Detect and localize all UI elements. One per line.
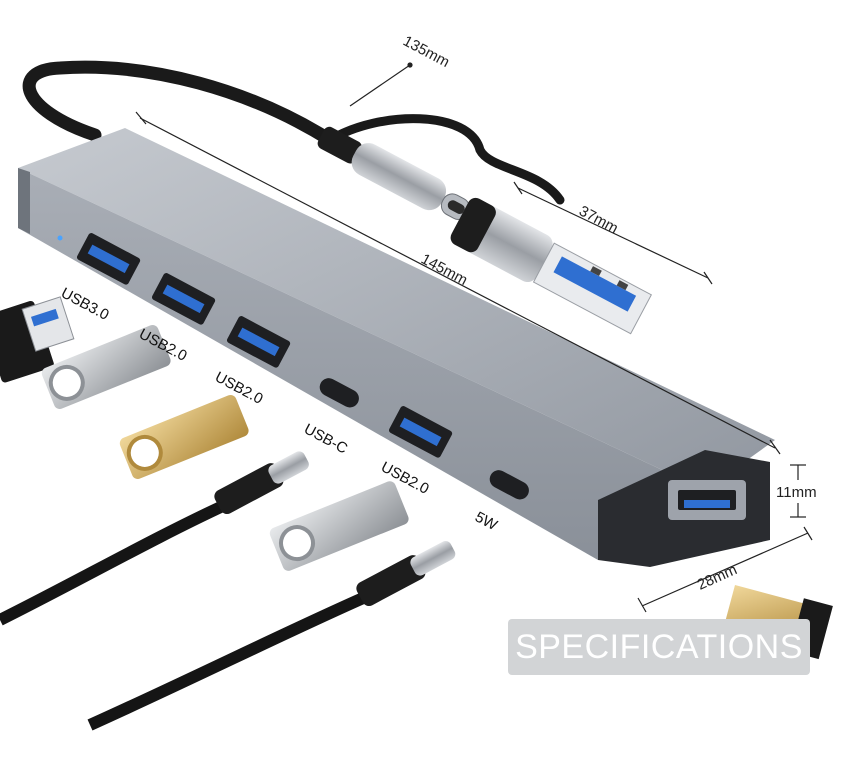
status-led: [57, 235, 63, 241]
end-usb3-port: [668, 480, 746, 520]
usb-c-port-1: [319, 378, 359, 408]
flash-drive-gold: [119, 394, 249, 479]
flash-drive-silver-2: [269, 481, 409, 571]
specifications-badge: SPECIFICATIONS: [508, 619, 810, 675]
split-cable: [325, 114, 565, 205]
usb-c-cable-2: [87, 540, 456, 731]
usb2-port-3: [388, 406, 453, 458]
usb-c-port-2: [489, 470, 529, 500]
usb-a-plug: [450, 197, 653, 335]
dim-height-label: 11mm: [776, 484, 817, 501]
dimension-width: [637, 526, 813, 613]
flash-drive-silver-1: [41, 324, 171, 409]
dimension-height: [790, 464, 806, 518]
usb2-port-1: [151, 273, 216, 325]
dim-connector-label: 37mm: [576, 203, 621, 238]
hub-cable: [22, 60, 337, 147]
dimension-connector: [513, 181, 713, 285]
dim-width-label: 28mm: [695, 561, 740, 593]
dimension-cable: [349, 62, 413, 107]
specifications-text: SPECIFICATIONS: [515, 627, 803, 666]
usb-c-plug: [317, 126, 470, 220]
port-label-5w: 5W: [472, 509, 501, 535]
hub-ports: [57, 233, 746, 520]
dimension-hub-length: [135, 111, 781, 455]
usb2-port-2: [226, 316, 291, 368]
usb-c-cable-1: [0, 451, 309, 626]
usb3-port: [76, 233, 141, 285]
side-usb-plug: [0, 296, 75, 383]
port-label-usb-c: USB-C: [301, 421, 350, 458]
